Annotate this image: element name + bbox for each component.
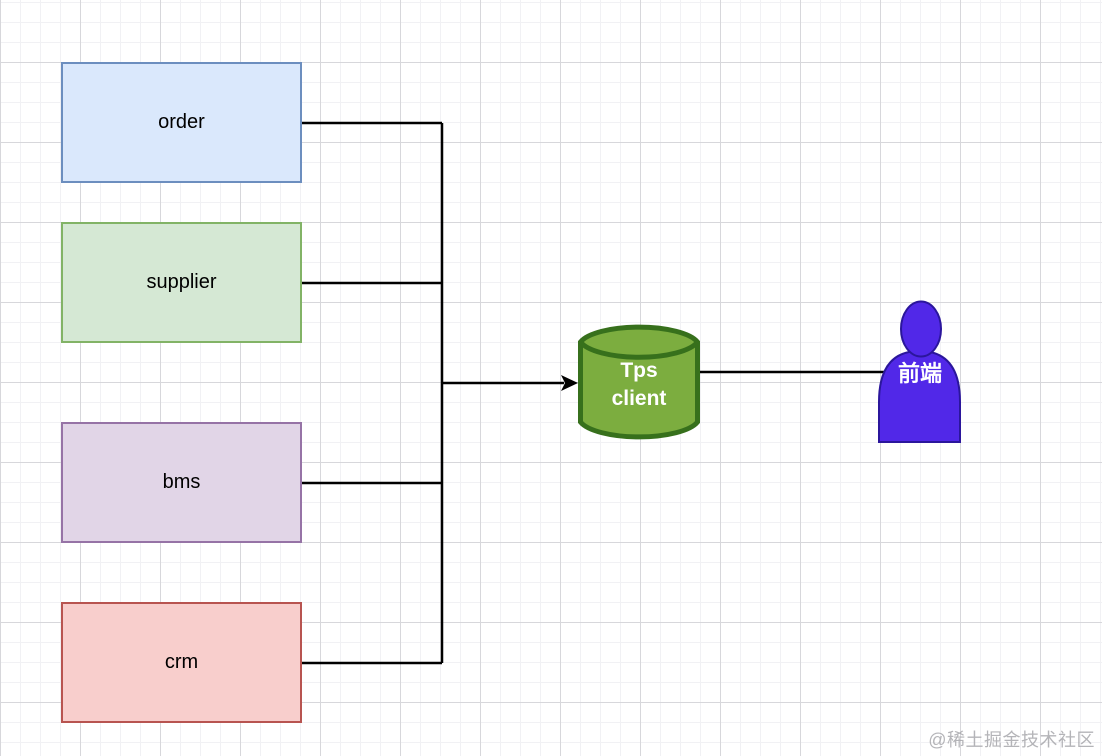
node-crm: crm (61, 602, 302, 723)
actor-shape (878, 300, 961, 443)
database-cylinder (578, 324, 700, 440)
database-cylinder-body (578, 324, 700, 440)
node-supplier: supplier (61, 222, 302, 343)
node-crm-label: crm (164, 651, 199, 673)
node-supplier-label: supplier (146, 271, 217, 293)
watermark-text: @稀土掘金技术社区 (928, 730, 1095, 750)
node-bms-label: bms (162, 471, 201, 493)
actor-body (878, 349, 961, 443)
node-order: order (61, 62, 302, 183)
arrow-trunk-to-db-head (561, 375, 578, 391)
node-order-label: order (158, 111, 205, 133)
actor-head (900, 300, 942, 358)
database-cylinder-top-arc (578, 340, 700, 360)
node-bms: bms (61, 422, 302, 543)
